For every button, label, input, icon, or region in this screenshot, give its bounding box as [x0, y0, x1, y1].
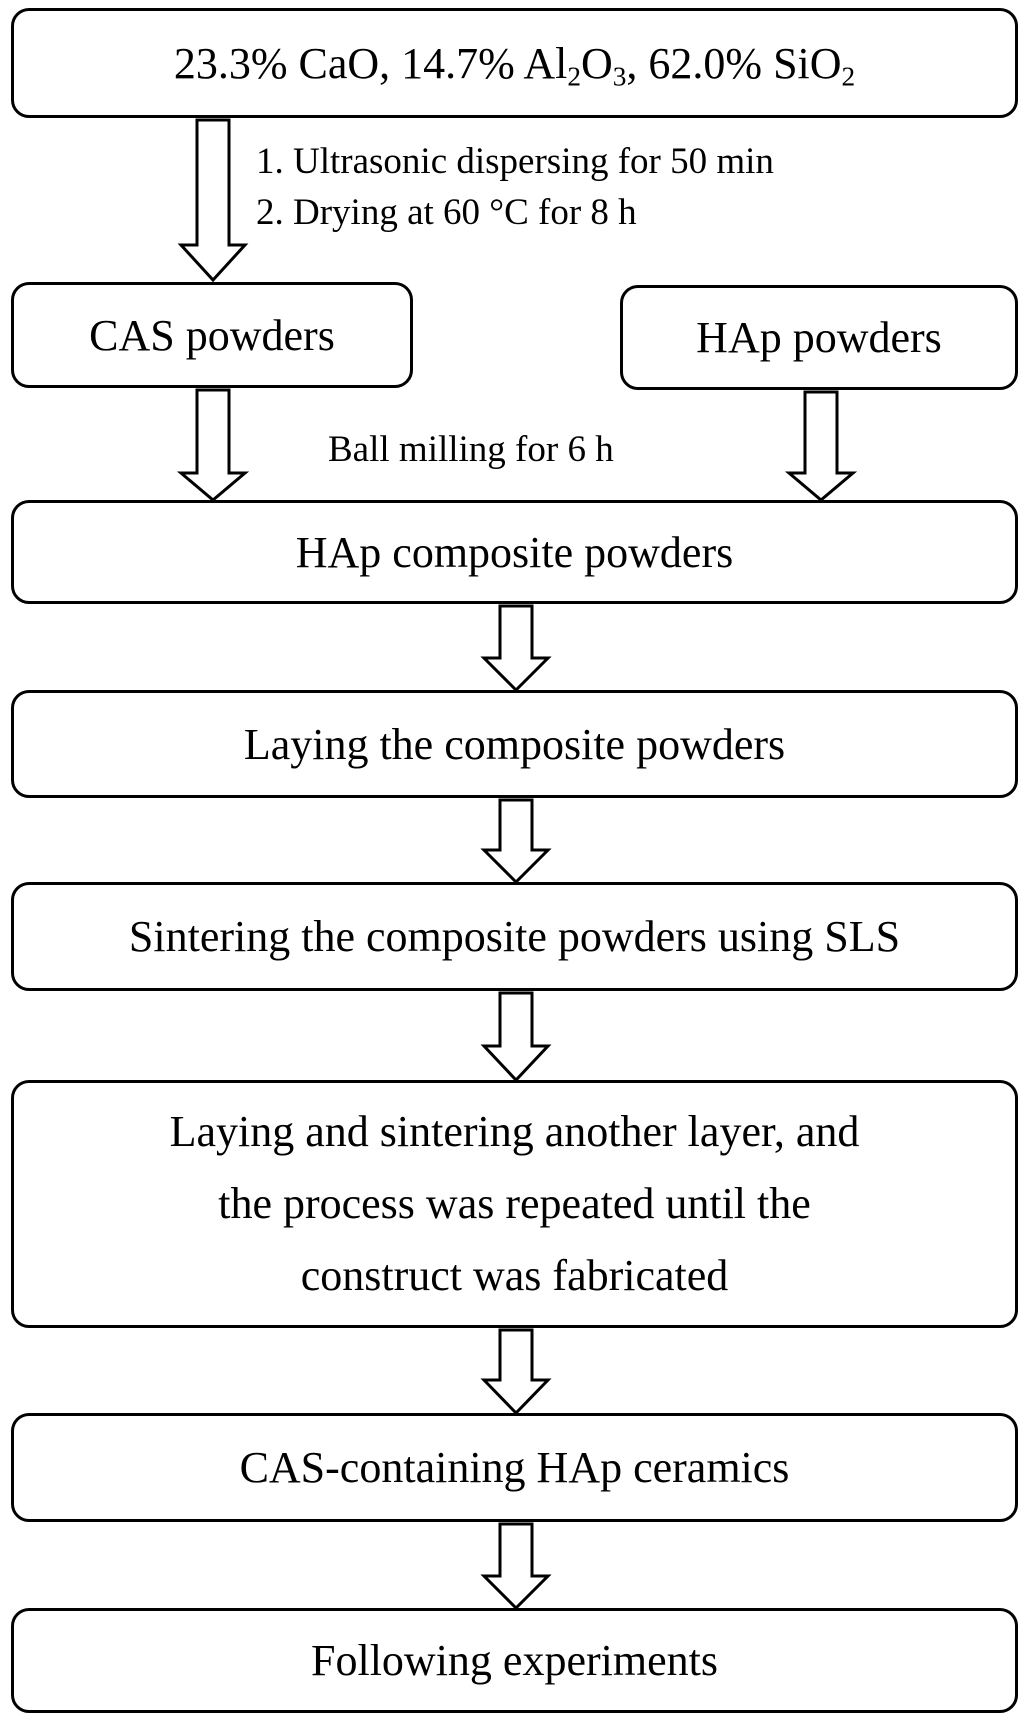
sintering-box: Sintering the composite powders using SL… [11, 882, 1018, 991]
laying-box: Laying the composite powders [11, 690, 1018, 798]
sintering-label: Sintering the composite powders using SL… [128, 912, 901, 961]
alumina-o: O [581, 38, 613, 88]
silica-sub: 2 [841, 61, 856, 92]
alumina-sub-1: 2 [567, 61, 581, 92]
ball-milling-annotation: Ball milling for 6 h [328, 429, 614, 470]
arrow-laying-to-sintering [480, 798, 552, 885]
alumina-sub-2: 3 [612, 61, 627, 92]
step-2-annotation: 2. Drying at 60 °C for 8 h [256, 192, 637, 233]
step-1-annotation: 1. Ultrasonic dispersing for 50 min [256, 141, 774, 182]
following-label: Following experiments [311, 1636, 718, 1685]
arrow-hap-to-composite [784, 390, 858, 502]
separator-2: , [626, 38, 649, 88]
cao-text: 23.3% CaO [173, 38, 380, 88]
raw-materials-box: 23.3% CaO, 14.7% Al2O3, 62.0% SiO2 [11, 8, 1018, 118]
laying-label: Laying the composite powders [243, 719, 786, 769]
hap-powders-box: HAp powders [620, 285, 1018, 390]
separator-1: , [379, 38, 402, 88]
cas-powders-label: CAS powders [89, 310, 335, 360]
repeat-line-2: the process was repeated until the [218, 1179, 811, 1228]
hap-powders-label: HAp powders [696, 313, 942, 362]
cas-powders-box: CAS powders [11, 282, 413, 388]
ceramics-box: CAS-containing HAp ceramics [11, 1413, 1018, 1522]
ceramics-label: CAS-containing HAp ceramics [239, 1443, 790, 1492]
following-box: Following experiments [11, 1608, 1018, 1713]
hap-composite-box: HAp composite powders [11, 500, 1018, 604]
repeat-line-1: Laying and sintering another layer, and [169, 1107, 860, 1156]
arrow-composite-to-laying [480, 604, 552, 693]
alumina-prefix: 14.7% Al [401, 38, 568, 88]
hap-composite-label: HAp composite powders [295, 527, 734, 577]
arrow-raw-to-cas [177, 118, 249, 283]
repeat-line-3: construct was fabricated [300, 1251, 729, 1300]
arrow-cas-to-composite [176, 388, 250, 502]
raw-materials-label: 23.3% CaO, 14.7% Al2O3, 62.0% SiO2 [173, 38, 856, 92]
repeat-box: Laying and sintering another layer, and … [11, 1080, 1018, 1328]
arrow-sintering-to-repeat [480, 991, 552, 1083]
arrow-repeat-to-ceramics [480, 1328, 552, 1416]
arrow-ceramics-to-following [480, 1522, 552, 1611]
silica-prefix: 62.0% SiO [648, 38, 842, 88]
